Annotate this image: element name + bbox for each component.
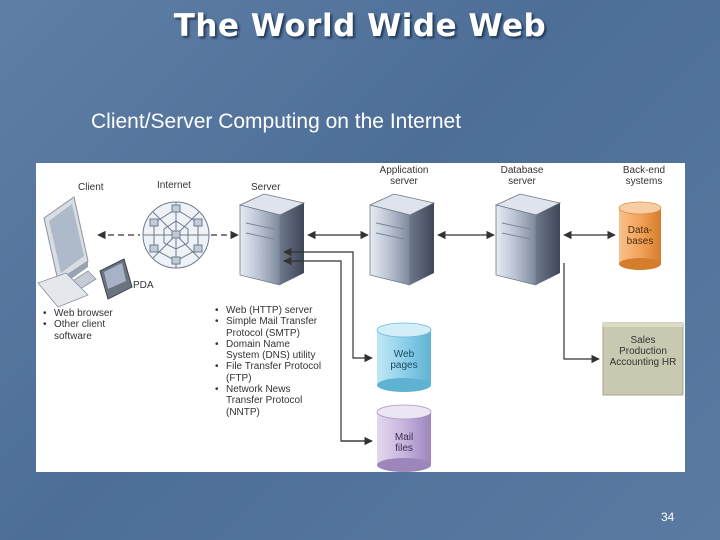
- server-webpages-link: [283, 247, 373, 363]
- page-number: 34: [661, 510, 675, 524]
- list-item: Network News Transfer Protocol (NNTP): [214, 384, 324, 418]
- backend-apps-box: [602, 322, 684, 396]
- web-pages-cylinder-icon: [376, 322, 432, 392]
- client-software-list: Web browser Other client software: [42, 308, 142, 342]
- list-item: Web browser: [42, 308, 142, 320]
- list-item: Other client software: [42, 319, 142, 342]
- client-label: Client: [78, 182, 104, 193]
- list-item: Web (HTTP) server: [214, 305, 324, 317]
- server-label: Server: [251, 182, 281, 193]
- pda-icon: [99, 258, 133, 300]
- backend-apps-label: Sales Production Accounting HR: [609, 335, 677, 368]
- server-software-list: Web (HTTP) server Simple Mail Transfer P…: [214, 305, 324, 418]
- web-server-icon: [238, 193, 306, 286]
- list-item: File Transfer Protocol (FTP): [214, 361, 324, 384]
- list-item: Domain Name System (DNS) utility: [214, 339, 324, 362]
- client-server-diagram: Client Internet Server Application serve…: [36, 163, 685, 472]
- slide-subtitle: Client/Server Computing on the Internet: [91, 110, 462, 133]
- web-pages-label: Web pages: [390, 349, 418, 371]
- internet-label: Internet: [157, 180, 191, 191]
- mail-files-cylinder-icon: [376, 404, 432, 472]
- application-server-icon: [368, 193, 436, 286]
- slide-title: The World Wide Web: [173, 8, 547, 44]
- client-computer-icon: [37, 196, 97, 308]
- mail-files-label: Mail files: [394, 432, 414, 454]
- databases-label: Data-bases: [626, 225, 654, 247]
- database-server-icon: [494, 193, 562, 286]
- application-server-label: Application server: [379, 165, 429, 187]
- dbserver-backend-link: [563, 263, 600, 364]
- databases-cylinder-icon: [618, 201, 662, 270]
- database-server-label: Database server: [500, 165, 544, 187]
- internet-globe-icon: [142, 201, 210, 269]
- diagram-graphics: [37, 193, 684, 472]
- list-item: Simple Mail Transfer Protocol (SMTP): [214, 316, 324, 339]
- pda-label: PDA: [133, 280, 154, 291]
- backend-systems-label: Back-end systems: [622, 165, 666, 187]
